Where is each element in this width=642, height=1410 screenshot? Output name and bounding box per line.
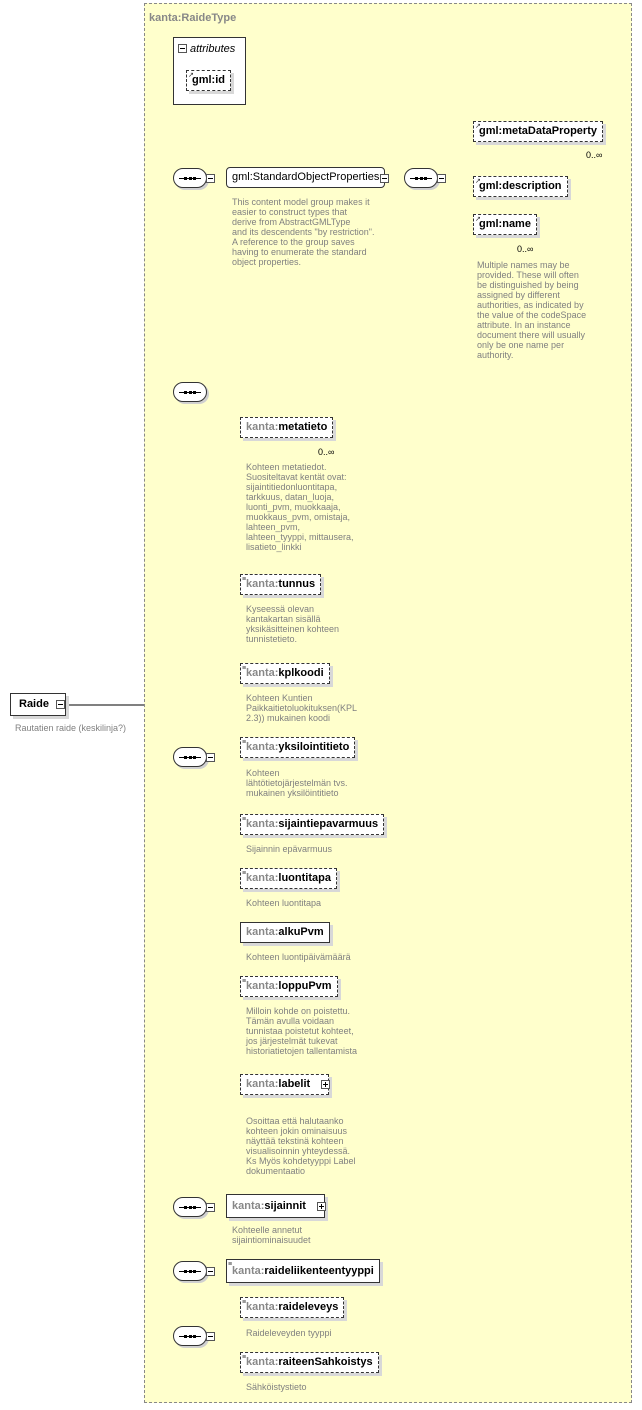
element-raideleveys[interactable]: ≡ kanta:raideleveys <box>240 1297 345 1318</box>
collapse-sequence-icon[interactable] <box>437 174 446 183</box>
element-gml-metadataproperty[interactable]: ↗ gml:metaDataProperty <box>473 121 603 142</box>
gml-name-note: Multiple names may be provided. These wi… <box>477 260 587 360</box>
simple-type-icon: ≡ <box>242 739 247 746</box>
attribute-gml-id[interactable]: ↗ gml:id <box>186 70 231 91</box>
attribute-ref-icon: ↗ <box>188 72 194 79</box>
sequence-connector-icon <box>173 382 207 402</box>
group-standard-object-properties[interactable]: gml:StandardObjectProperties <box>226 167 386 188</box>
yksilointitieto-note: Kohteen lähtötietojärjestelmän tvs. muka… <box>246 768 348 798</box>
raiteensahkoistys-note: Sähköistystieto <box>246 1382 307 1392</box>
collapse-attributes-icon[interactable] <box>178 44 187 53</box>
collapse-root-icon[interactable] <box>56 700 65 709</box>
sequence-connector-icon <box>404 168 438 188</box>
collapse-sequence-icon[interactable] <box>206 753 215 762</box>
collapse-group-icon[interactable] <box>380 174 389 183</box>
element-kplkoodi[interactable]: ≡ kanta:kplkoodi <box>240 663 330 684</box>
simple-type-icon: ≡ <box>242 870 247 877</box>
collapse-sequence-icon[interactable] <box>206 174 215 183</box>
standard-group-note: This content model group makes it easier… <box>232 197 375 267</box>
cardinality-label: 0..∞ <box>517 244 534 254</box>
expand-labelit-icon[interactable] <box>321 1080 330 1089</box>
sequence-connector-icon <box>173 1261 207 1281</box>
cardinality-label: 0..∞ <box>586 150 603 160</box>
simple-type-icon: ≡ <box>242 576 247 583</box>
ref-icon: ↗ <box>475 178 481 185</box>
sequence-connector-icon <box>173 1197 207 1217</box>
cardinality-label: 0..∞ <box>318 447 335 457</box>
simple-type-icon: ≡ <box>242 1354 247 1361</box>
simple-type-icon: ≡ <box>242 1299 247 1306</box>
root-element-raide[interactable]: Raide <box>10 693 66 716</box>
element-sijaintiepavarmuus[interactable]: ≡ kanta:sijaintiepavarmuus <box>240 814 385 835</box>
element-alkupvm[interactable]: kanta:alkuPvm <box>240 922 330 943</box>
element-tunnus[interactable]: ≡ kanta:tunnus <box>240 574 322 595</box>
luontitapa-note: Kohteen luontitapa <box>246 898 322 908</box>
element-metatieto[interactable]: kanta:metatieto <box>240 417 334 438</box>
ref-icon: ↗ <box>475 123 481 130</box>
expand-sijainnit-icon[interactable] <box>317 1202 326 1211</box>
attributes-label: attributes <box>190 43 236 55</box>
element-loppupvm[interactable]: ≡ kanta:loppuPvm <box>240 976 338 997</box>
sequence-connector-icon <box>173 168 207 188</box>
element-raideliikenteentyyppi[interactable]: ≡ kanta:raideliikenteentyyppi <box>226 1259 380 1283</box>
simple-type-icon: ≡ <box>242 978 247 985</box>
sequence-connector-icon <box>173 1326 207 1346</box>
tunnus-note: Kyseessä olevan kantakartan sisällä yksi… <box>246 604 340 644</box>
raideleveys-note: Raideleveyden tyyppi <box>246 1328 332 1338</box>
root-note: Rautatien raide (keskilinja?) <box>15 723 127 733</box>
simple-type-icon: ≡ <box>242 816 247 823</box>
kplkoodi-note: Kohteen Kuntien Paikkaitietoluokituksen(… <box>246 693 358 723</box>
collapse-sequence-icon[interactable] <box>206 1267 215 1276</box>
type-title: kanta:RaideType <box>149 12 237 24</box>
element-yksilointitieto[interactable]: ≡ kanta:yksilointitieto <box>240 737 356 758</box>
element-gml-name[interactable]: ↗ gml:name <box>473 214 537 235</box>
collapse-sequence-icon[interactable] <box>206 1332 215 1341</box>
alkupvm-note: Kohteen luontipäivämäärä <box>246 952 351 962</box>
simple-type-icon: ≡ <box>242 665 247 672</box>
labelit-note: Osoittaa että halutaanko kohteen jokin o… <box>246 1116 356 1176</box>
complex-type-panel <box>144 3 632 1403</box>
element-luontitapa[interactable]: ≡ kanta:luontitapa <box>240 868 337 889</box>
ref-icon: ↗ <box>475 216 481 223</box>
sequence-connector-icon <box>173 747 207 767</box>
root-element-label: Raide <box>19 698 49 710</box>
collapse-sequence-icon[interactable] <box>206 1203 215 1212</box>
element-raiteensahkoistys[interactable]: ≡ kanta:raiteenSahkoistys <box>240 1352 379 1373</box>
simple-type-icon: ≡ <box>228 1261 233 1268</box>
metatieto-note: Kohteen metatiedot. Suositeltavat kentät… <box>246 462 354 552</box>
loppupvm-note: Milloin kohde on poistettu. Tämän avulla… <box>246 1006 358 1056</box>
element-labelit[interactable]: kanta:labelit <box>240 1074 330 1095</box>
element-sijainnit[interactable]: kanta:sijainnit <box>226 1194 325 1218</box>
element-gml-description[interactable]: ↗ gml:description <box>473 176 568 197</box>
sijaintiepavarmuus-note: Sijainnin epävarmuus <box>246 844 333 854</box>
sijainnit-note: Kohteelle annetut sijaintiominaisuudet <box>232 1225 311 1245</box>
